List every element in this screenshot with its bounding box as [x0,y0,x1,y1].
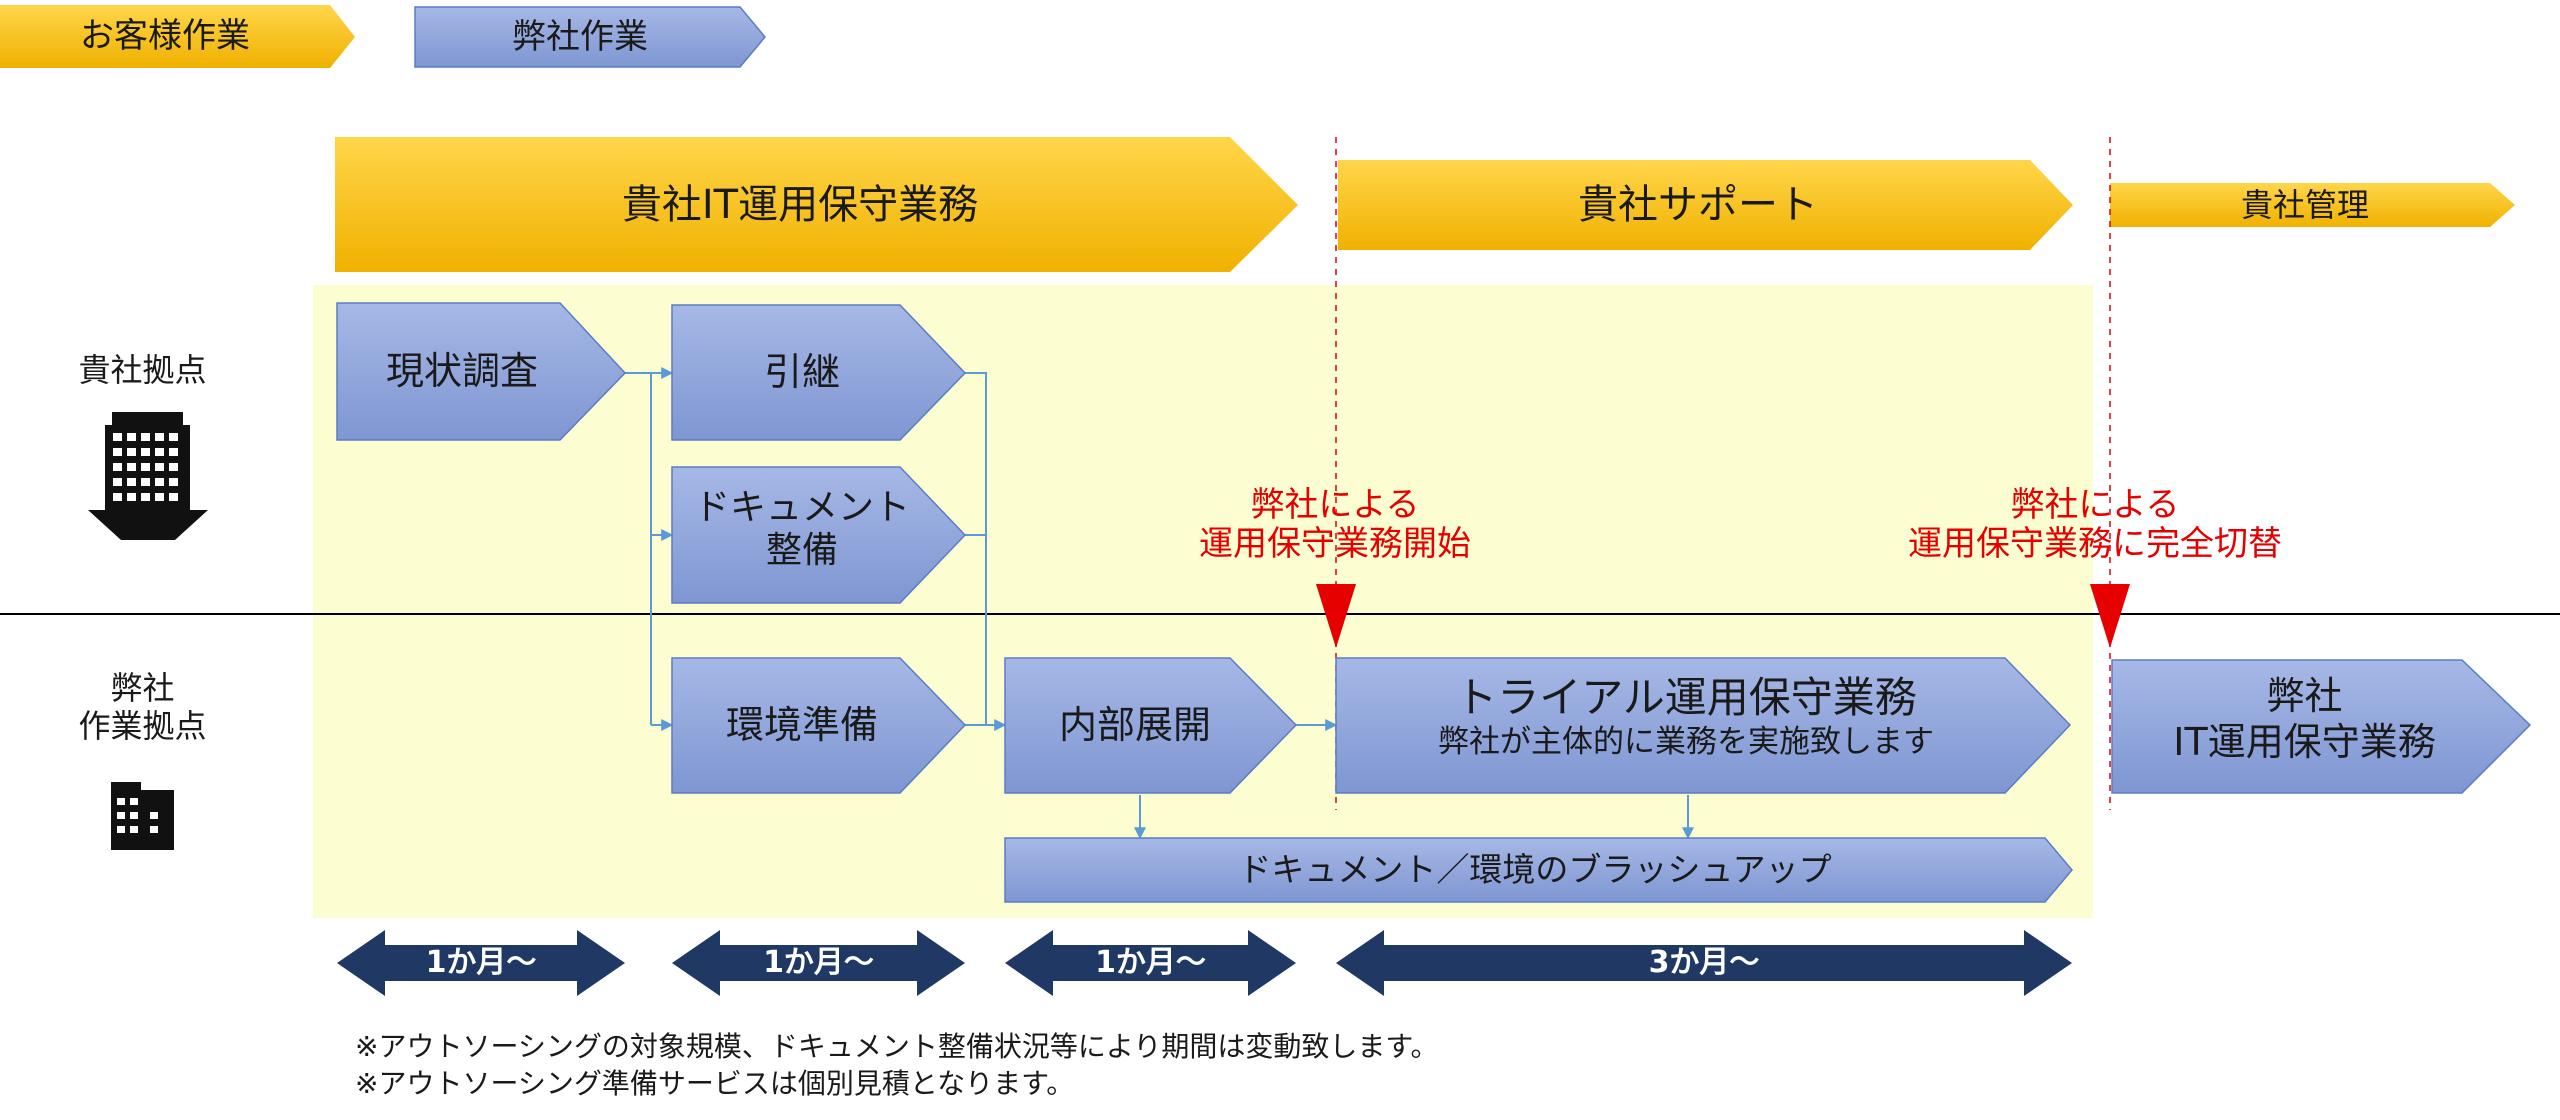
location-client-label: 貴社拠点 [78,350,207,389]
task-brushup-label: ドキュメント／環境のブラッシュアップ [1238,850,1832,890]
building-small-icon [111,782,174,850]
duration-label-1: 1か月～ [425,945,537,980]
task-documentation-label-line1: ドキュメント [693,486,910,528]
flow-connectors [625,367,1694,840]
legend-customer-label: お客様作業 [80,16,250,57]
task-trial-operation [1335,657,2072,794]
milestone-marker-2 [2090,584,2130,648]
task-documentation [671,466,967,604]
milestone-1-label-line1: 弊社による [1250,484,1420,525]
phase-arrow-support [1338,160,2073,250]
legend-ours-arrow [414,6,766,68]
phase-label-management: 貴社管理 [2240,185,2369,224]
location-ours-label-line1: 弊社 [110,668,175,707]
location-ours-label-line2: 作業拠点 [78,706,207,745]
task-handover-label: 引継 [763,349,840,394]
task-brushup [1004,837,2073,903]
duration-arrow-4 [1336,930,2072,996]
building-large-icon [88,412,208,540]
duration-label-2: 1か月～ [763,945,874,980]
milestone-2-label-line1: 弊社による [2010,484,2180,525]
task-final-label-line1: 弊社 [2266,674,2343,719]
task-environment [671,657,967,794]
milestone-1-label-line2: 運用保守業務開始 [1199,523,1471,564]
task-survey-label: 現状調査 [385,348,538,393]
task-internal-deploy-label: 内部展開 [1058,702,1211,747]
task-trial-subtitle: 弊社が主体的に業務を実施致します [1438,724,1934,761]
duration-arrow-3 [1005,930,1296,996]
footnote-1: ※アウトソーシングの対象規模、ドキュメント整備状況等により期間は変動致します。 [355,1030,1439,1064]
phase-arrow-it-operations [335,137,1298,272]
phase-label-it-operations: 貴社IT運用保守業務 [621,181,979,228]
task-trial-title: トライアル運用保守業務 [1455,672,1917,722]
task-handover [671,304,967,441]
task-documentation-label-line2: 整備 [765,529,838,571]
task-survey [336,302,627,441]
duration-label-3: 1か月～ [1095,945,1206,980]
phase-arrow-management [2110,183,2515,227]
duration-arrow-2 [672,930,965,996]
task-final-operation [2111,659,2532,794]
duration-arrow-1 [337,930,625,996]
legend-customer-arrow [0,5,355,68]
task-environment-label: 環境準備 [725,702,878,747]
work-area-background [313,285,2093,918]
duration-label-4: 3か月～ [1648,945,1760,980]
milestone-2-label-line2: 運用保守業務に完全切替 [1908,523,2282,564]
footnote-2: ※アウトソーシング準備サービスは個別見積となります。 [355,1067,1075,1101]
milestone-marker-1 [1316,584,1356,648]
phase-label-support: 貴社サポート [1578,182,1818,228]
task-internal-deploy [1004,657,1298,794]
legend-ours-label: 弊社作業 [512,16,648,57]
task-final-label-line2: IT運用保守業務 [2173,720,2436,765]
